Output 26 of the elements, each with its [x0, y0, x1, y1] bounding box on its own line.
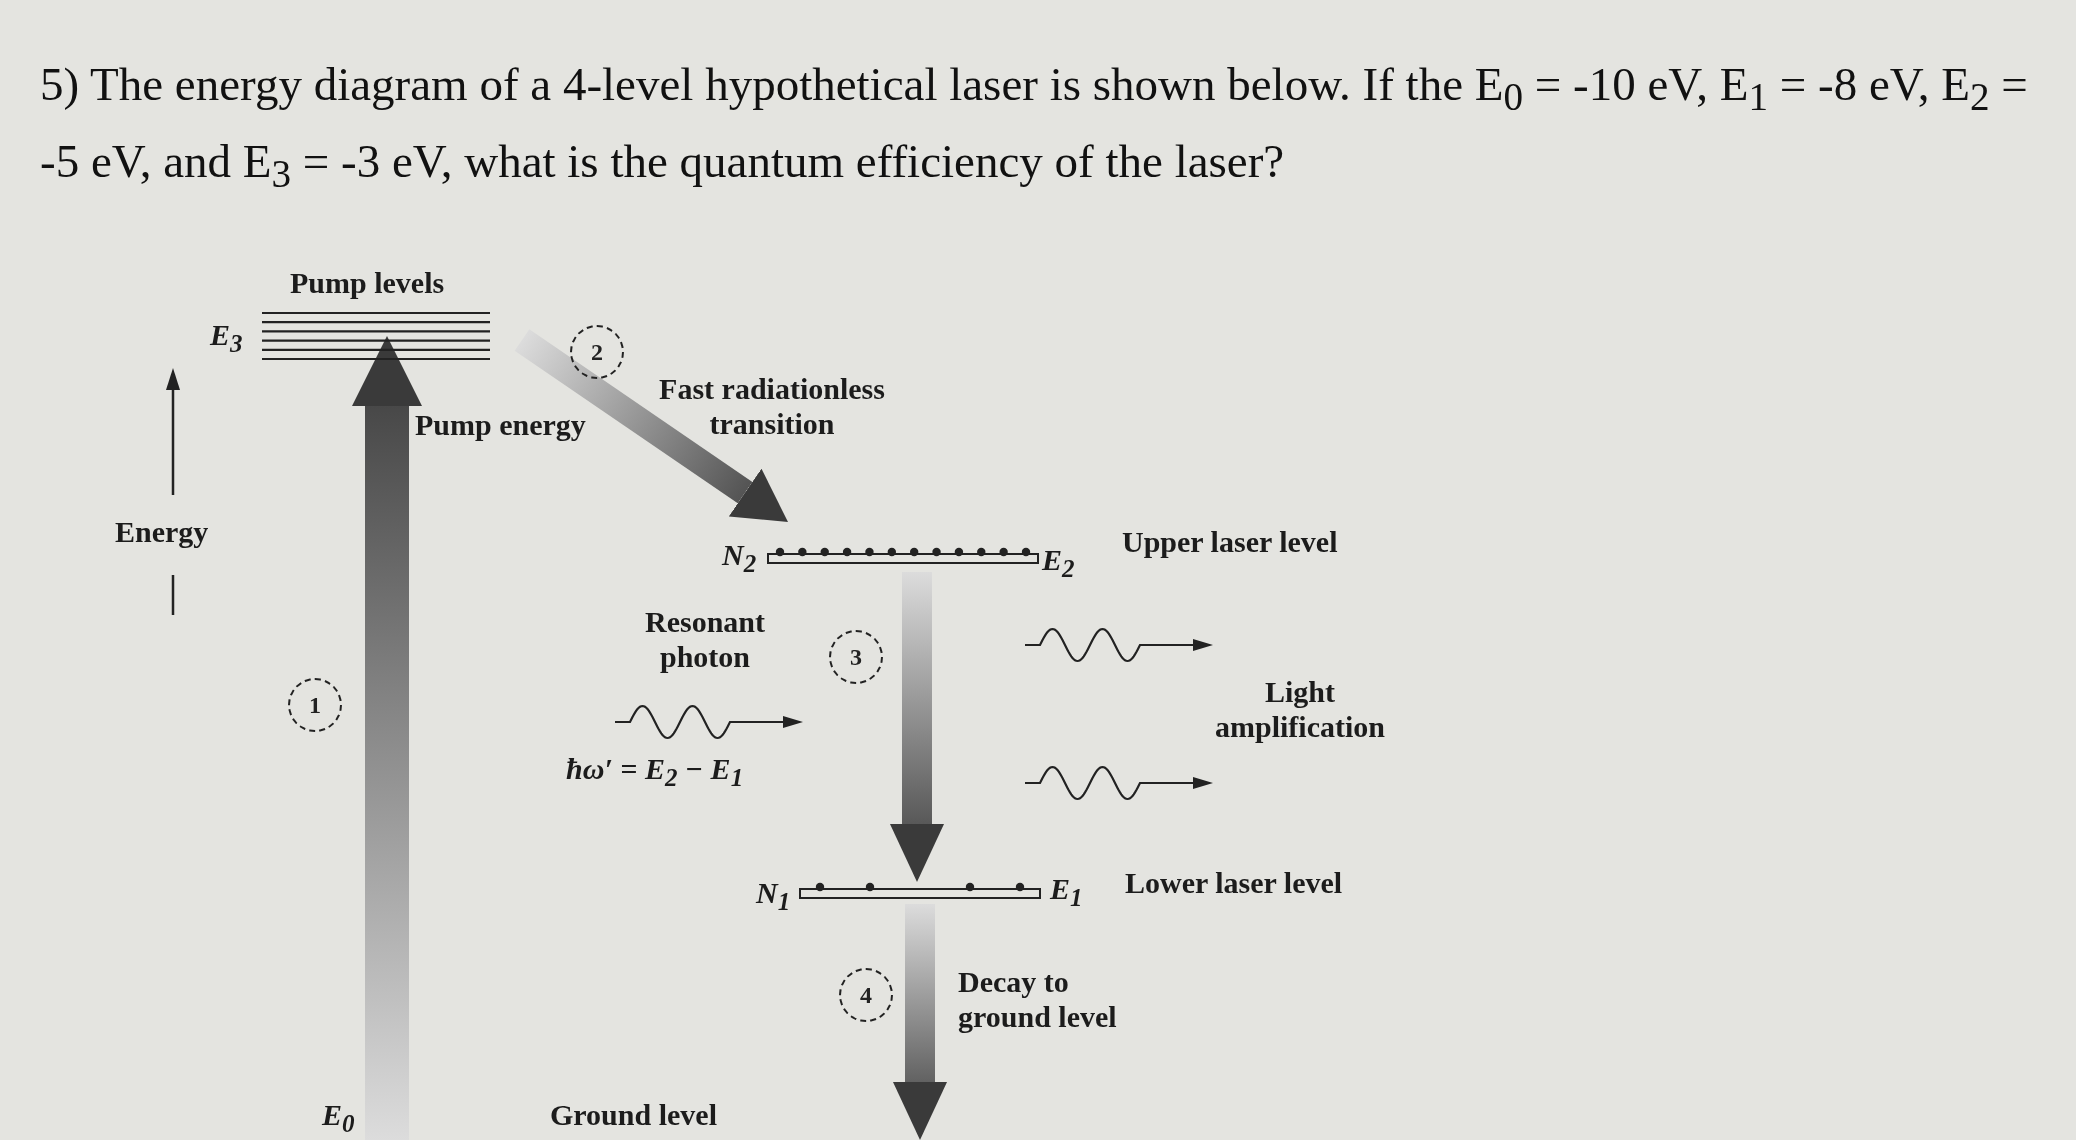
level-name: Lower laser level	[1125, 866, 1343, 901]
formula: ħω′ = E$_{2}$ − E$_{1}$	[566, 752, 744, 793]
transition-arrow	[893, 904, 947, 1140]
callout-number: 1	[288, 678, 342, 732]
edge-label: Pump energy	[415, 408, 587, 443]
callout-number: 2	[570, 325, 624, 379]
level-symbol: E$_{3}$	[210, 318, 243, 359]
transition-arrow	[890, 572, 944, 882]
question-text: 5) The energy diagram of a 4-level hypothetical laser is shown below. If the E$_{0}$ = -10 eV, E$_{1}$ = -8 eV, E$_{2}$ = -5 eV, and E$_{3}$ = -3 eV, what is the quantum efficiency of the laser?	[40, 57, 2029, 198]
edge-label: Fast radiationless transition	[658, 372, 886, 441]
level-name: Pump levels	[290, 266, 445, 301]
callout-number: 4	[839, 968, 893, 1022]
transition-arrow	[352, 336, 422, 1140]
annotation: Energy	[115, 515, 209, 550]
level-symbol: E$_{2}$	[1042, 543, 1075, 584]
level-symbol: N$_{1}$	[756, 876, 791, 917]
transition-arrow	[514, 329, 788, 522]
annotation: Light amplification	[1214, 675, 1386, 744]
annotation: Resonant photon	[644, 605, 766, 674]
level-symbol: E$_{1}$	[1050, 872, 1083, 913]
level-symbol: E$_{0}$	[322, 1098, 355, 1139]
edge-label: Decay to ground level	[958, 965, 1118, 1034]
level-symbol: N$_{2}$	[722, 538, 757, 579]
callout-number: 3	[829, 630, 883, 684]
level-name: Ground level	[550, 1098, 717, 1133]
level-name: Upper laser level	[1122, 525, 1338, 560]
